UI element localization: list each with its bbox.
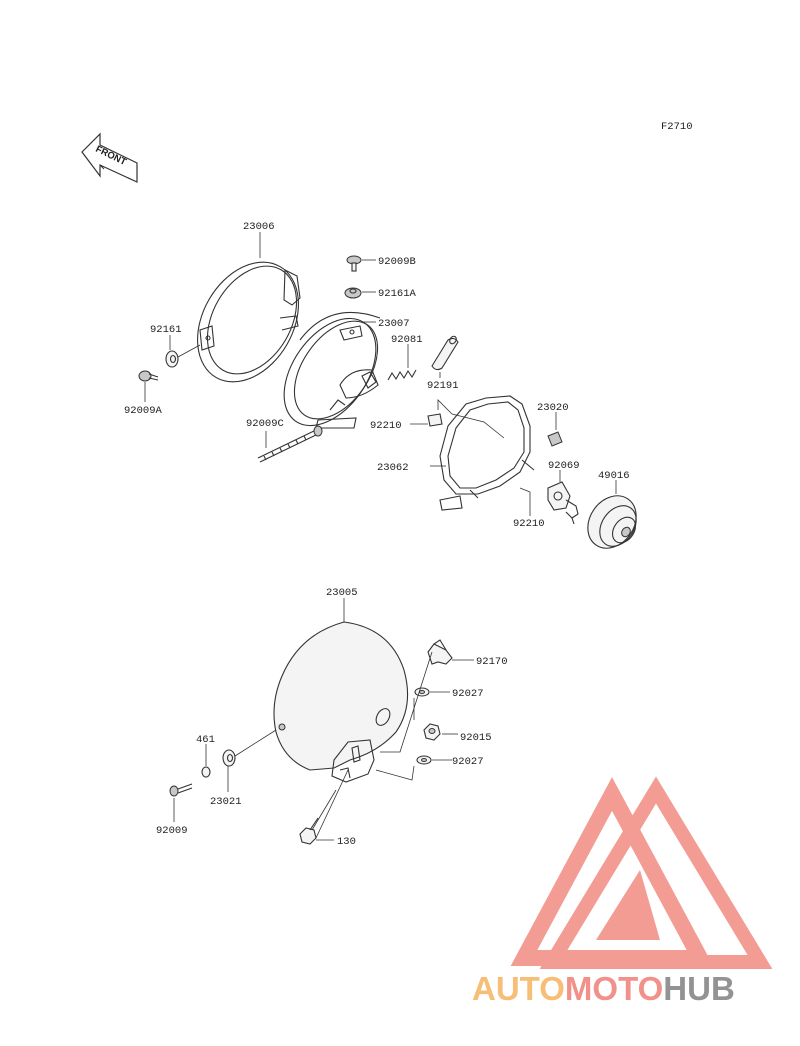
label-92081: 92081 (391, 334, 423, 346)
label-23062: 23062 (377, 462, 409, 474)
label-49016: 49016 (598, 470, 630, 482)
part-92015-nut (423, 723, 441, 741)
label-92009C: 92009C (246, 418, 284, 430)
diagram-code: F2710 (661, 121, 693, 133)
label-92009: 92009 (156, 825, 188, 837)
front-arrow-icon: FRONT (81, 132, 138, 183)
label-92170: 92170 (476, 656, 508, 668)
label-23007: 23007 (378, 318, 410, 330)
label-23020: 23020 (537, 402, 569, 414)
part-92009A-screw (138, 370, 159, 382)
part-92009-screw (169, 783, 193, 797)
part-23020-connector (547, 431, 563, 447)
label-23005: 23005 (326, 587, 358, 599)
watermark-hub: HUB (663, 970, 735, 1007)
watermark-text: AUTOMOTOHUB (472, 970, 735, 1007)
label-92009A: 92009A (124, 405, 163, 417)
watermark-triangle-icon (510, 776, 773, 969)
part-92081-spring (387, 369, 417, 381)
part-92161-grommet (165, 350, 179, 368)
part-92170-clip (427, 639, 453, 665)
watermark-moto: MOTO (565, 970, 663, 1007)
part-92009B-screw (346, 255, 362, 272)
label-92161A: 92161A (378, 288, 417, 300)
label-92027-upper: 92027 (452, 688, 484, 700)
part-92009C-screw (257, 425, 323, 463)
part-92161A-grommet (344, 287, 362, 299)
part-23021-grommet (222, 749, 236, 767)
label-92069: 92069 (548, 460, 580, 472)
part-49016-cap (587, 495, 637, 549)
part-23062-bracket (439, 395, 535, 511)
part-461-nut (201, 766, 211, 778)
automotohub-watermark: AUTOMOTOHUB (472, 776, 773, 1007)
label-92210-upper: 92210 (370, 420, 402, 432)
part-130-bolt (299, 817, 319, 845)
part-92191-tube (431, 335, 459, 371)
label-92027-lower: 92027 (452, 756, 484, 768)
label-23006: 23006 (243, 221, 275, 233)
label-92009B: 92009B (378, 256, 416, 268)
part-23006-rim (197, 261, 301, 383)
label-461: 461 (196, 734, 215, 746)
part-23005-cowl (273, 621, 409, 783)
label-92191: 92191 (427, 380, 459, 392)
part-92027-washer-upper (414, 687, 430, 697)
label-130: 130 (337, 836, 356, 848)
label-23021: 23021 (210, 796, 242, 808)
label-92210-lower: 92210 (513, 518, 545, 530)
part-23007-housing (283, 311, 381, 429)
label-92161: 92161 (150, 324, 182, 336)
part-92069-bulb (547, 481, 579, 525)
part-92027-washer-lower (416, 755, 432, 765)
part-92210-clip-upper (427, 413, 443, 427)
label-92015: 92015 (460, 732, 492, 744)
watermark-auto: AUTO (472, 970, 565, 1007)
